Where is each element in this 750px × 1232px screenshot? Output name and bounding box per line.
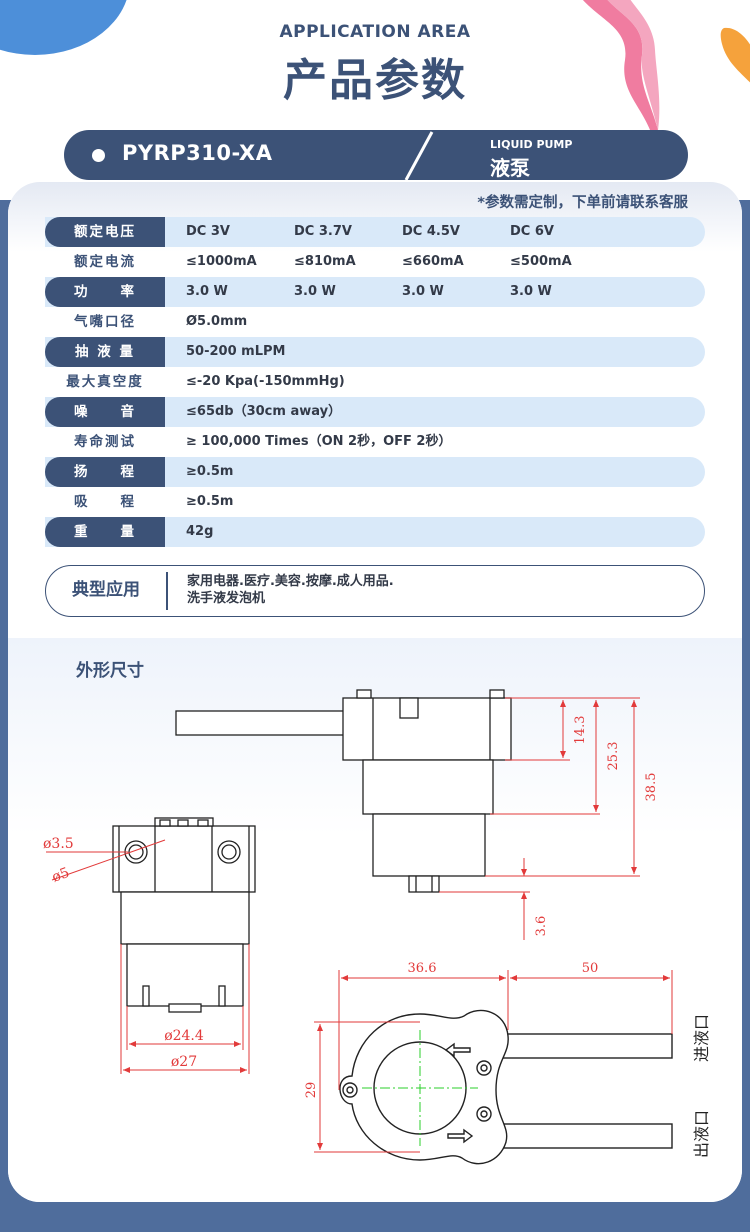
dim-d3-5: ø3.5 [43, 836, 74, 852]
dimension-title: 外形尺寸 [76, 661, 144, 681]
application-label: 典型应用 [72, 580, 140, 600]
page-title-en: APPLICATION AREA [279, 22, 471, 42]
spec-row: 功 率 3.0 W 3.0 W 3.0 W 3.0 W [45, 277, 705, 307]
spec-value: 3.0 W [186, 284, 228, 299]
orange-leaf-decoration [720, 27, 750, 83]
spec-label: 功 率 [45, 277, 165, 307]
product-type-en: LIQUID PUMP [490, 138, 573, 151]
spec-label: 噪 音 [45, 397, 165, 427]
spec-row: 抽 液 量 50-200 mLPM [45, 337, 705, 367]
application-box: 典型应用 家用电器.医疗.美容.按摩.成人用品. 洗手液发泡机 [45, 565, 705, 617]
dim-d5: ø5 [50, 865, 72, 886]
spec-row: 气嘴口径 Ø5.0mm [45, 307, 705, 337]
front-view-drawing [112, 817, 256, 1013]
dim-29: 29 [304, 1082, 319, 1099]
custom-note: *参数需定制，下单前请联系客服 [477, 195, 688, 211]
spec-value: ≤1000mA [186, 254, 257, 269]
dim-3-6: 3.6 [534, 916, 549, 937]
inlet-label: 进液口 [692, 1014, 711, 1062]
dim-38-5: 38.5 [644, 773, 659, 802]
spec-label: 额定电压 [45, 217, 165, 247]
application-line-2: 洗手液发泡机 [187, 591, 266, 606]
bullet-dot [92, 149, 105, 162]
spec-label: 最大真空度 [66, 374, 144, 390]
spec-value: 3.0 W [294, 284, 336, 299]
dim-36-6: 36.6 [408, 961, 437, 976]
spec-row: 额定电压 DC 3V DC 3.7V DC 4.5V DC 6V [45, 217, 705, 247]
spec-value: DC 3.7V [294, 224, 352, 239]
spec-value: 3.0 W [402, 284, 444, 299]
page-title-cn: 产品参数 [283, 55, 467, 106]
spec-label: 气嘴口径 [74, 314, 136, 330]
spec-value: ≤65db（30cm away） [186, 404, 342, 419]
dim-25-3: 25.3 [606, 742, 621, 771]
dim-d27: ø27 [171, 1054, 197, 1070]
application-text: 家用电器.医疗.美容.按摩.成人用品. 洗手液发泡机 [187, 573, 667, 607]
dim-14-3: 14.3 [573, 716, 588, 745]
top-view-drawing [339, 1009, 673, 1165]
spec-value: ≥0.5m [186, 494, 234, 509]
spec-value: DC 6V [510, 224, 554, 239]
product-type-cn: 液泵 [490, 156, 530, 180]
outlet-label: 出液口 [692, 1110, 711, 1158]
top-view-dimensions [314, 970, 673, 1153]
spec-value: ≤-20 Kpa(-150mmHg) [186, 374, 345, 389]
product-model: PYRP310-XA [122, 141, 273, 165]
spec-value: ≥ 100,000 Times（ON 2秒，OFF 2秒） [186, 434, 452, 449]
slash-divider [404, 131, 434, 180]
spec-label: 寿命测试 [74, 434, 136, 450]
spec-label: 扬 程 [45, 457, 165, 487]
side-view-drawing [175, 689, 512, 893]
spec-value: ≤660mA [402, 254, 464, 269]
spec-value: 50-200 mLPM [186, 344, 286, 359]
spec-row: 噪 音 ≤65db（30cm away） [45, 397, 705, 427]
spec-value: DC 3V [186, 224, 230, 239]
spec-value: 3.0 W [510, 284, 552, 299]
spec-value: ≤810mA [294, 254, 356, 269]
spec-label: 抽 液 量 [45, 337, 165, 367]
spec-label: 吸 程 [74, 494, 136, 510]
product-header-bar: PYRP310-XA LIQUID PUMP 液泵 [64, 130, 688, 180]
spec-row: 额定电流 ≤1000mA ≤810mA ≤660mA ≤500mA [45, 247, 705, 277]
application-line-1: 家用电器.医疗.美容.按摩.成人用品. [187, 574, 394, 589]
spec-value: 42g [186, 524, 214, 539]
spec-row: 扬 程 ≥0.5m [45, 457, 705, 487]
spec-value: DC 4.5V [402, 224, 460, 239]
spec-label: 重 量 [45, 517, 165, 547]
spec-row: 吸 程 ≥0.5m [45, 487, 705, 517]
spec-value: ≤500mA [510, 254, 572, 269]
spec-value: Ø5.0mm [186, 314, 248, 329]
spec-row: 最大真空度 ≤-20 Kpa(-150mmHg) [45, 367, 705, 397]
spec-row: 重 量 42g [45, 517, 705, 547]
dim-d24-4: ø24.4 [164, 1028, 204, 1044]
top-view-centerlines [362, 1030, 478, 1146]
dim-50: 50 [582, 961, 599, 976]
side-view-dimensions [439, 697, 640, 940]
pink-ribbon-decoration [583, 0, 660, 130]
spec-row: 寿命测试 ≥ 100,000 Times（ON 2秒，OFF 2秒） [45, 427, 705, 457]
spec-value: ≥0.5m [186, 464, 234, 479]
front-view-dimensions [46, 839, 250, 1074]
spec-label: 额定电流 [74, 254, 136, 270]
